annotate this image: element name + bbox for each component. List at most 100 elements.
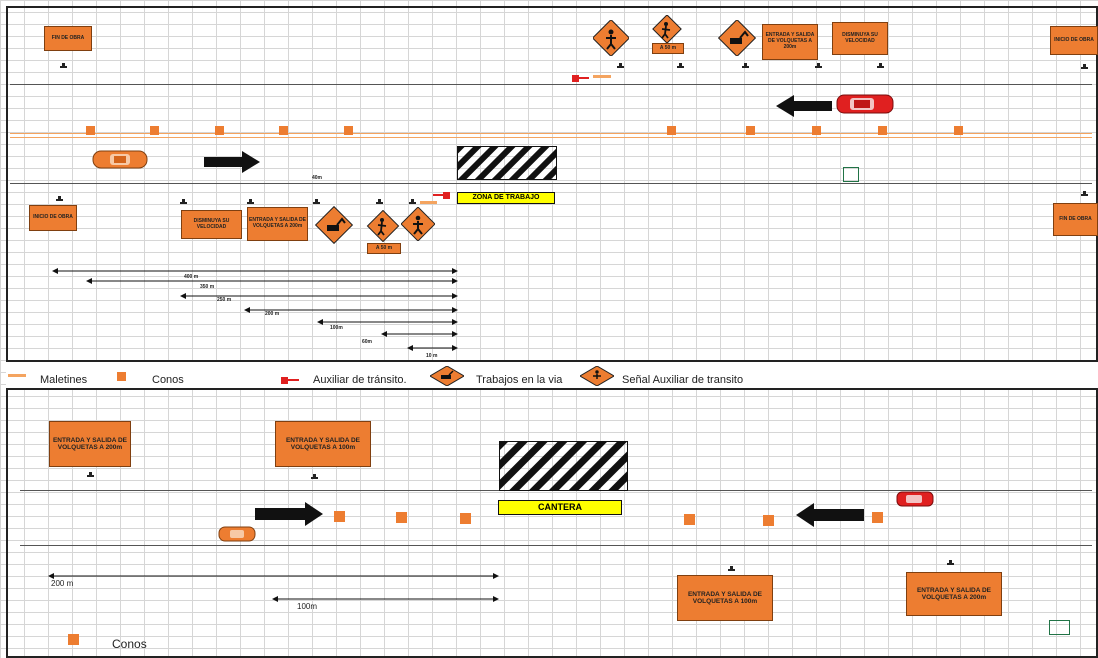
sign-fin-obra-near: FIN DE OBRA: [1053, 203, 1098, 236]
center-line: [10, 133, 1092, 138]
sign-a-50m-near: A 50 m: [367, 243, 401, 254]
arrow-right-icon: [204, 151, 260, 173]
sign-post: [180, 199, 187, 204]
cone: [667, 126, 676, 135]
cone: [279, 126, 288, 135]
cone: [460, 513, 471, 524]
cone: [746, 126, 755, 135]
excavator-sign-icon: [717, 18, 757, 58]
sign-post: [313, 199, 320, 204]
cone: [396, 512, 407, 523]
cantera-label: CANTERA: [498, 500, 622, 515]
legend-flagger-sign-icon: [579, 365, 615, 387]
legend-maletin-icon: [8, 374, 26, 377]
orange-car-icon: [218, 526, 256, 542]
arrow-left-icon: [776, 95, 832, 117]
sign-entrada-salida-far: ENTRADA Y SALIDA DE VOLQUETAS A 200m: [762, 24, 818, 60]
sign-post: [376, 199, 383, 204]
road-edge-bottom: [20, 545, 1092, 546]
legend-bar: [6, 362, 1098, 390]
sign-entrada-200-right: ENTRADA Y SALIDA DE VOLQUETAS A 200m: [906, 572, 1002, 616]
legend-conos-bottom: Conos: [112, 637, 147, 651]
maletin-icon: [593, 75, 611, 78]
cone: [215, 126, 224, 135]
work-zone-hatch: [457, 146, 557, 180]
dim-label: 100m: [330, 325, 343, 331]
dim-40m: 40m: [312, 175, 323, 181]
sign-post: [617, 63, 624, 68]
dimension-lines: [0, 260, 470, 360]
legend-cone-icon: [68, 634, 79, 645]
cone: [684, 514, 695, 525]
sign-post: [1081, 64, 1088, 69]
sign-post: [742, 63, 749, 68]
dim-label: 10 m: [426, 353, 438, 359]
sign-post: [409, 199, 416, 204]
red-car-icon: [836, 93, 894, 115]
sign-post: [60, 63, 67, 68]
green-box-icon: [843, 167, 859, 182]
cone: [86, 126, 95, 135]
dim-label: 200 m: [265, 311, 280, 317]
dim-label: 250 m: [217, 297, 232, 303]
arrow-left-icon: [796, 503, 864, 527]
legend-conos: Conos: [152, 374, 184, 386]
sign-post: [311, 474, 318, 479]
dim-label: 60m: [362, 339, 373, 345]
legend-senal: Señal Auxiliar de transito: [622, 374, 744, 386]
worker-sign-icon: [366, 209, 400, 243]
worker-sign-icon: [652, 14, 682, 44]
road-edge-bottom: [10, 183, 1092, 184]
sign-post: [247, 199, 254, 204]
cone: [150, 126, 159, 135]
sign-entrada-100-right: ENTRADA Y SALIDA DE VOLQUETAS A 100m: [677, 575, 773, 621]
flagger-sign-icon: [591, 18, 631, 58]
maletin-icon: [420, 201, 437, 204]
sign-entrada-salida-near: ENTRADA Y SALIDA DE VOLQUETAS A 200m: [247, 207, 308, 241]
sign-a-50m-far: A 50 m: [652, 43, 684, 54]
cantera-hatch: [499, 441, 628, 491]
top-diagram-panel: [6, 6, 1098, 362]
sign-entrada-100-left: ENTRADA Y SALIDA DE VOLQUETAS A 100m: [275, 421, 371, 467]
legend-cone-icon: [117, 372, 126, 381]
arrow-right-icon: [255, 502, 323, 526]
legend-flagger-icon: [281, 372, 301, 384]
cone: [812, 126, 821, 135]
dim-label: 350 m: [200, 284, 215, 290]
legend-trabajos: Trabajos en la via: [476, 374, 563, 386]
excavator-sign-icon: [314, 205, 354, 245]
traffic-flagger-icon: [433, 188, 451, 199]
sign-disminuya-near: DISMINUYA SU VELOCIDAD: [181, 210, 242, 239]
legend-maletines: Maletines: [40, 374, 88, 386]
sign-post: [87, 472, 94, 477]
cone: [872, 512, 883, 523]
dim-200m: 200 m: [51, 579, 74, 588]
sign-inicio-obra-near: INICIO DE OBRA: [29, 205, 77, 231]
sign-post: [1081, 191, 1088, 196]
sign-post: [947, 560, 954, 565]
bottom-diagram-panel: [6, 388, 1098, 658]
sign-disminuya-far: DISMINUYA SU VELOCIDAD: [832, 22, 888, 55]
sign-post: [677, 63, 684, 68]
sign-post: [728, 566, 735, 571]
cone: [878, 126, 887, 135]
sign-post: [815, 63, 822, 68]
orange-car-icon: [92, 149, 148, 170]
dim-label: 400 m: [184, 274, 199, 280]
red-car-icon: [896, 491, 934, 507]
legend-auxiliar: Auxiliar de tránsito.: [313, 374, 407, 386]
sign-fin-obra-far: FIN DE OBRA: [44, 26, 92, 51]
legend-excavator-icon: [429, 365, 465, 387]
sign-inicio-obra-far: INICIO DE OBRA: [1050, 26, 1098, 55]
traffic-flagger-icon: [572, 70, 590, 82]
green-box-icon: [1049, 620, 1070, 635]
sign-post: [877, 63, 884, 68]
sign-post: [56, 196, 63, 201]
dim-100m: 100m: [297, 602, 318, 611]
flagger-sign-icon: [400, 206, 436, 242]
cone: [763, 515, 774, 526]
work-zone-label: ZONA DE TRABAJO: [457, 192, 555, 204]
sign-entrada-200-left: ENTRADA Y SALIDA DE VOLQUETAS A 200m: [49, 421, 131, 467]
cone: [344, 126, 353, 135]
